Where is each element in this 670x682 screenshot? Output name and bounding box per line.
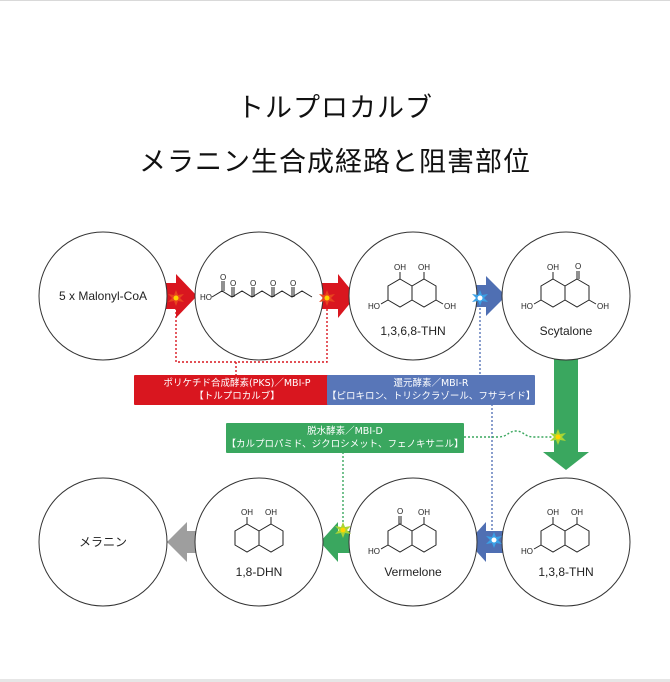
scytalone-o: O [575,262,581,271]
inhibition-star-dehydratase-1 [550,429,566,445]
thn4-oh2: OH [418,263,430,272]
arrow-scytalone-thn3 [543,357,589,470]
node-malonyl [38,231,168,361]
thn3-ho: HO [521,547,533,556]
page-subtitle: メラニン生合成経路と阻害部位 [139,147,531,178]
thn3-oh1: OH [547,508,559,517]
reductase-line1: 還元酵素／MBI-R [393,378,469,389]
dhn-oh1: OH [241,508,253,517]
label-scytalone: Scytalone [540,324,593,338]
inhibition-star-dehydratase-2 [335,522,351,538]
node-vermelone [348,477,478,607]
thn3-structure [533,517,590,553]
top-border [0,0,670,1]
label-melanin: メラニン [79,535,127,549]
inhibition-star-reductase-2 [486,532,502,548]
vermelone-structure [380,516,437,553]
inhibition-star-pks-1 [168,290,184,306]
label-vermelone: Vermelone [384,565,442,579]
node-thn3 [501,477,631,607]
pks-line1: ポリケチド合成酵素(PKS)／MBI-P [163,378,311,389]
arrow-thn4-scytalone [468,276,506,316]
inhibition-star-pks-2 [319,290,335,306]
thn4-oh3: OH [444,302,456,311]
scytalone-structure [533,271,597,308]
polyketide-o5: O [290,279,296,288]
bottom-border [0,679,670,682]
dehydratase-inhibition-lines [342,430,552,525]
enzyme-box-dehydratase: 脱水酵素／MBI-D 【カルプロパミド、ジクロシメット、フェノキサニル】 [226,423,464,453]
vermelone-o: O [397,507,403,516]
node-scytalone [501,231,631,361]
dhn-oh2: OH [265,508,277,517]
scytalone-oh2: OH [597,302,609,311]
thn4-ho: HO [368,302,380,311]
polyketide-ho-label: HO [200,293,212,302]
scytalone-oh1: OH [547,263,559,272]
polyketide-o2: O [230,279,236,288]
vermelone-ho: HO [368,547,380,556]
polyketide-structure [211,281,313,298]
dehydratase-line2: 【カルプロパミド、ジクロシメット、フェノキサニル】 [226,439,464,450]
thn4-structure [380,272,444,308]
pks-inhibition-lines [175,308,328,376]
label-thn3: 1,3,8-THN [538,565,593,579]
label-malonyl: 5 x Malonyl-CoA [59,289,147,303]
label-thn4: 1,3,6,8-THN [380,324,445,338]
dhn-structure [234,517,284,553]
thn4-oh1: OH [394,263,406,272]
vermelone-oh: OH [418,508,430,517]
enzyme-box-reductase: 還元酵素／MBI-R 【ピロキロン、トリシクラゾール、フサライド】 [327,375,535,405]
inhibition-star-reductase-1 [472,290,488,306]
page-title: トルプロカルブ [237,93,433,124]
arrow-dhn-melanin [167,522,203,562]
polyketide-o1: O [220,273,226,282]
thn3-oh2: OH [571,508,583,517]
polyketide-o3: O [250,279,256,288]
label-dhn: 1,8-DHN [236,565,283,579]
pks-line2: 【トルプロカルブ】 [194,391,280,402]
reductase-inhibition-lines [479,308,493,530]
dehydratase-line1: 脱水酵素／MBI-D [307,426,383,437]
polyketide-o4: O [270,279,276,288]
arrow-pks-2 [322,274,356,318]
node-melanin [38,477,168,607]
scytalone-ho: HO [521,302,533,311]
enzyme-box-pks: ポリケチド合成酵素(PKS)／MBI-P 【トルプロカルブ】 [134,375,340,405]
node-thn4 [348,231,478,361]
reductase-line2: 【ピロキロン、トリシクラゾール、フサライド】 [327,391,536,402]
